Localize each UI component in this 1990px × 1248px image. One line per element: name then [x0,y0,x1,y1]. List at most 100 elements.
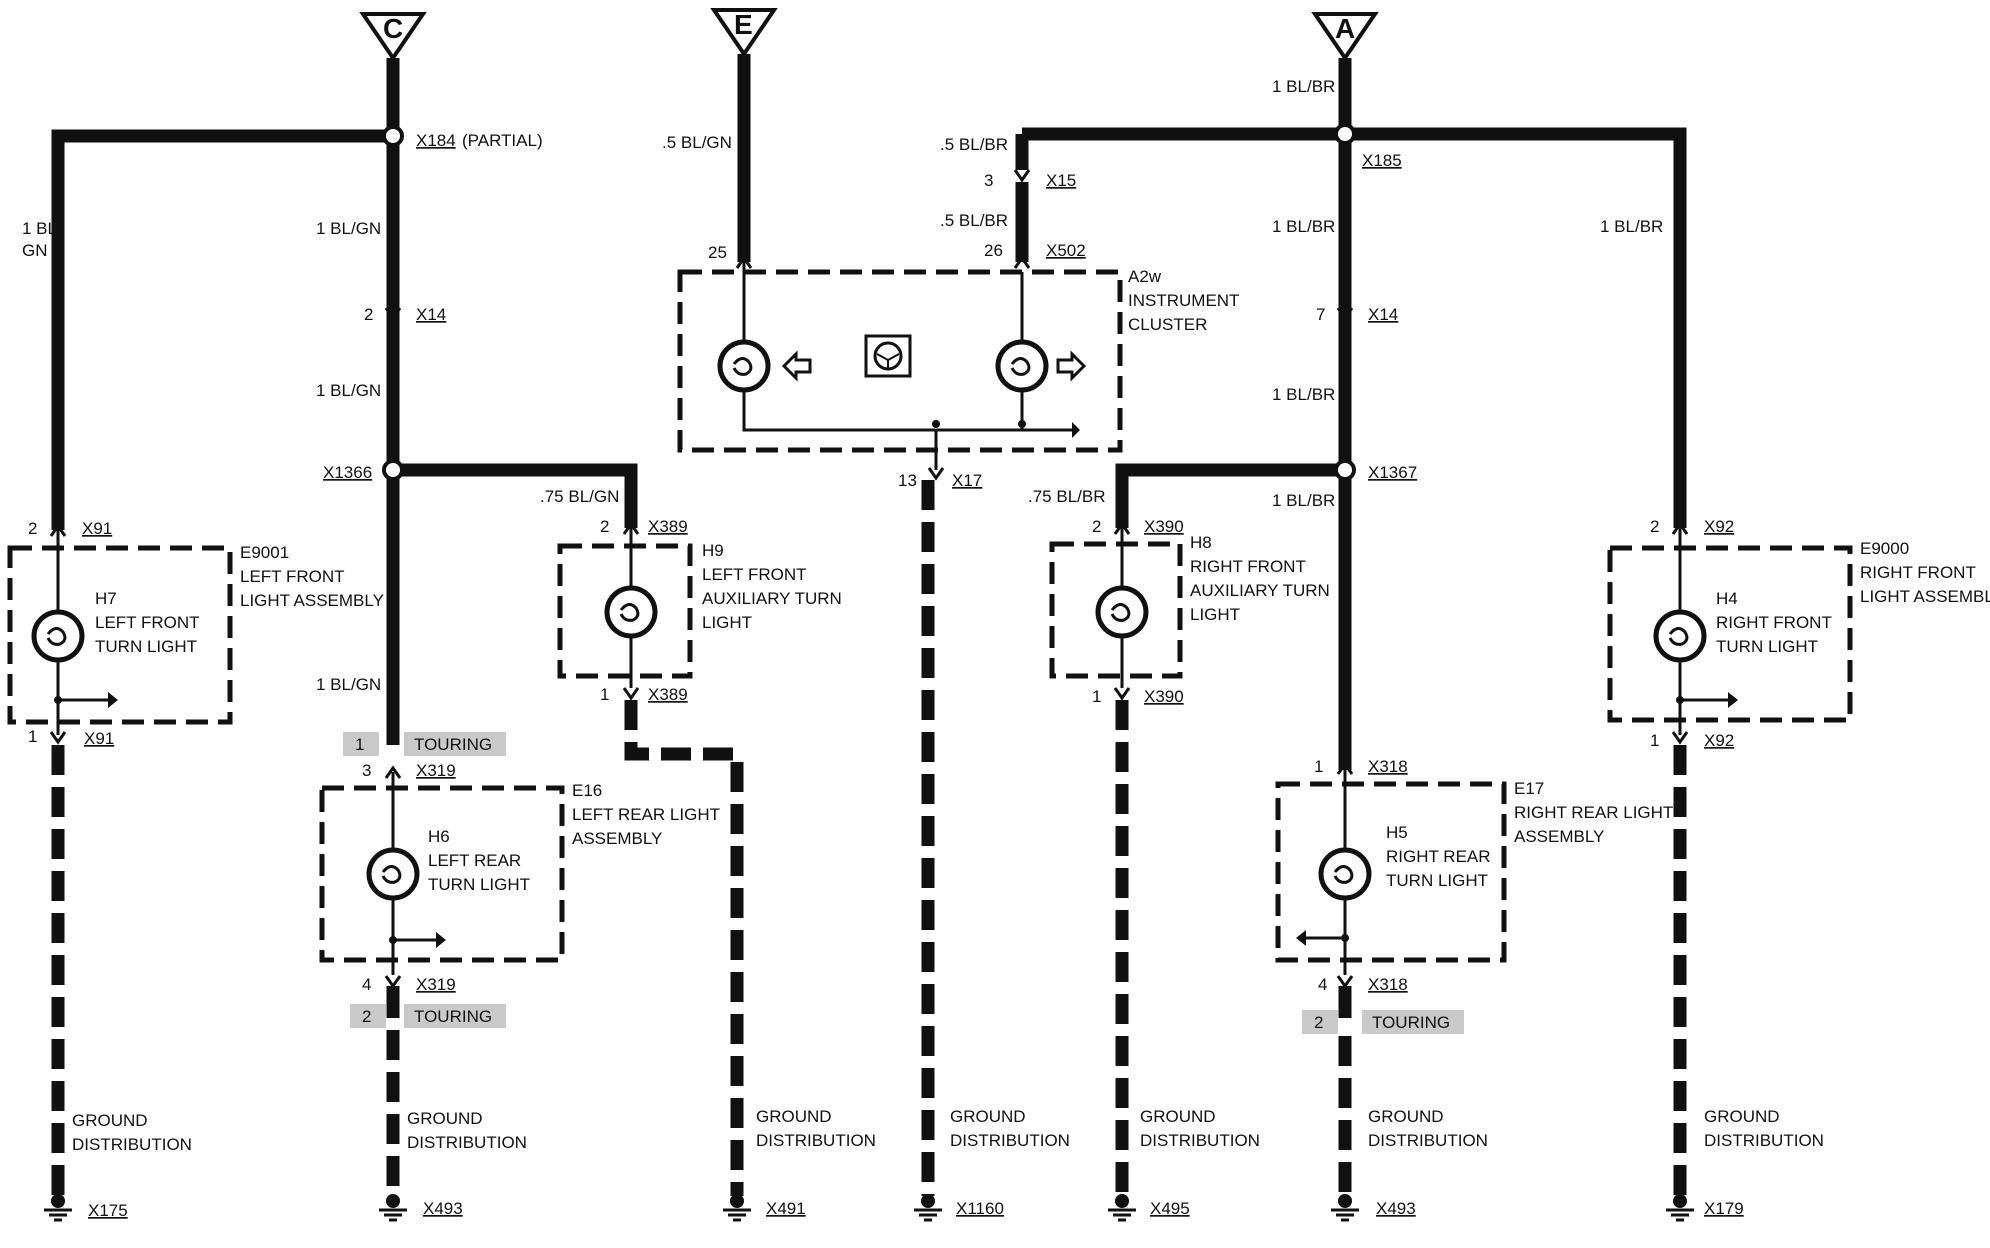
pin-x318-top: 1 [1314,757,1323,776]
splice-x1367-label: X1367 [1368,463,1417,482]
ground-2-id: X493 [423,1199,463,1218]
connector-x389-top: X389 [648,517,688,536]
h9-line1: LEFT FRONT [702,565,807,584]
touring-3-num-bg [1302,1010,1338,1034]
wire-label-c-left: 1 BL/ [22,219,62,238]
h4-bulb-icon [1656,612,1704,660]
wire-label-a-x15: .5 BL/BR [940,211,1008,230]
ground-icon-2 [377,1192,409,1222]
h7-bulb-icon [34,612,82,660]
h6-id: H6 [428,827,450,846]
h6-line2: TURN LIGHT [428,875,530,894]
wire-label-a-branch: .5 BL/BR [940,135,1008,154]
e16-box [319,785,565,963]
feed-e: E [710,8,778,58]
ground-6-line2: DISTRIBUTION [1368,1131,1488,1150]
e17-line2: ASSEMBLY [1514,827,1604,846]
e9001-line2: LIGHT ASSEMBLY [240,591,384,610]
wire-label-a-branch2: .75 BL/BR [1028,487,1106,506]
connector-x319-top: X319 [416,761,456,780]
e17-id: E17 [1514,779,1544,798]
connector-x17: X17 [952,471,982,490]
ground-1-id: X175 [88,1201,128,1220]
splice-x185-label: X185 [1362,151,1402,170]
h9-line3: LIGHT [702,613,752,632]
ground-1-line1: GROUND [72,1111,148,1130]
e17-box [1275,781,1507,963]
ground-4-id: X1160 [956,1199,1004,1218]
h5-id: H5 [1386,823,1408,842]
h8-id: H8 [1190,533,1212,552]
wire-label-c-left2: GN [22,241,48,260]
ground-3-id: X491 [766,1199,806,1218]
ground-7-line2: DISTRIBUTION [1704,1131,1824,1150]
connector-x390-top: X390 [1144,517,1184,536]
e9000-box [1607,545,1853,723]
ground-2-line1: GROUND [407,1109,483,1128]
e16-id: E16 [572,781,602,800]
h8-line3: LIGHT [1190,605,1240,624]
ground-5-id: X495 [1150,1199,1190,1218]
splice-x185 [1334,123,1356,145]
feed-c-label: C [383,13,403,44]
pin-x318-bot: 4 [1318,975,1327,994]
wire-label-c-x14: 1 BL/GN [316,381,381,400]
pin-x92-top: 2 [1650,517,1659,536]
h8-line2: AUXILIARY TURN [1190,581,1330,600]
h8-box [1049,541,1183,679]
h7-id: H7 [95,589,117,608]
e9001-box [7,545,233,725]
a2w-box [677,269,1123,453]
connector-x319-bot: X319 [416,975,456,994]
h7-line2: TURN LIGHT [95,637,197,656]
splice-x1367 [1334,459,1356,481]
feed-c: C [359,12,427,62]
a2w-id: A2w [1128,267,1162,286]
pin-x319-top: 3 [362,761,371,780]
h9-id: H9 [702,541,724,560]
a2w-line2: CLUSTER [1128,315,1207,334]
ground-4-line2: DISTRIBUTION [950,1131,1070,1150]
touring-2-label: TOURING [414,1007,492,1026]
e16-line1: LEFT REAR LIGHT [572,805,720,824]
ground-2-line2: DISTRIBUTION [407,1133,527,1152]
ground-icon-5 [1106,1192,1138,1222]
h9-line2: AUXILIARY TURN [702,589,842,608]
wire-label-e-main: .5 BL/GN [662,133,732,152]
ground-6-line1: GROUND [1368,1107,1444,1126]
splice-x184 [382,125,404,147]
wire-label-c-below: 1 BL/GN [316,675,381,694]
connector-x91-bot: X91 [84,729,114,748]
touring-1-label: TOURING [414,735,492,754]
h4-line2: TURN LIGHT [1716,637,1818,656]
h6-bulb-icon [369,850,417,898]
touring-1-label-bg [404,732,506,756]
splice-x1366-label: X1366 [323,463,372,482]
splice-x184-label: X184 [416,131,456,150]
e16-line2: ASSEMBLY [572,829,662,848]
feed-e-label: E [734,9,753,40]
wire-label-c-main: 1 BL/GN [316,219,381,238]
left-arrow-icon [781,350,812,382]
splice-x1366 [382,459,404,481]
wire-c-main [51,58,638,745]
touring-1-num: 1 [355,735,364,754]
ground-icon-3 [721,1192,753,1222]
h5-line1: RIGHT REAR [1386,847,1491,866]
e9000-line2: LIGHT ASSEMBLY [1860,587,1990,606]
pin-x390-top: 2 [1092,517,1101,536]
connector-x91-top: X91 [82,519,112,538]
ground-icon-1 [42,1192,74,1222]
feed-a-label: A [1335,13,1355,44]
connector-x318-top: X318 [1368,757,1408,776]
ground-icon-6 [1329,1192,1361,1222]
connector-x92-top: X92 [1704,517,1734,536]
h5-bulb-icon [1321,850,1369,898]
ground-icon-7 [1664,1192,1696,1222]
ground-1-line2: DISTRIBUTION [72,1135,192,1154]
touring-3-num: 2 [1314,1013,1323,1032]
right-arrow-icon [1056,350,1087,382]
wire-label-c-branch: .75 BL/GN [540,487,619,506]
cluster-right-bulb-icon [998,342,1046,390]
wire-a-branch2 [1115,463,1345,528]
